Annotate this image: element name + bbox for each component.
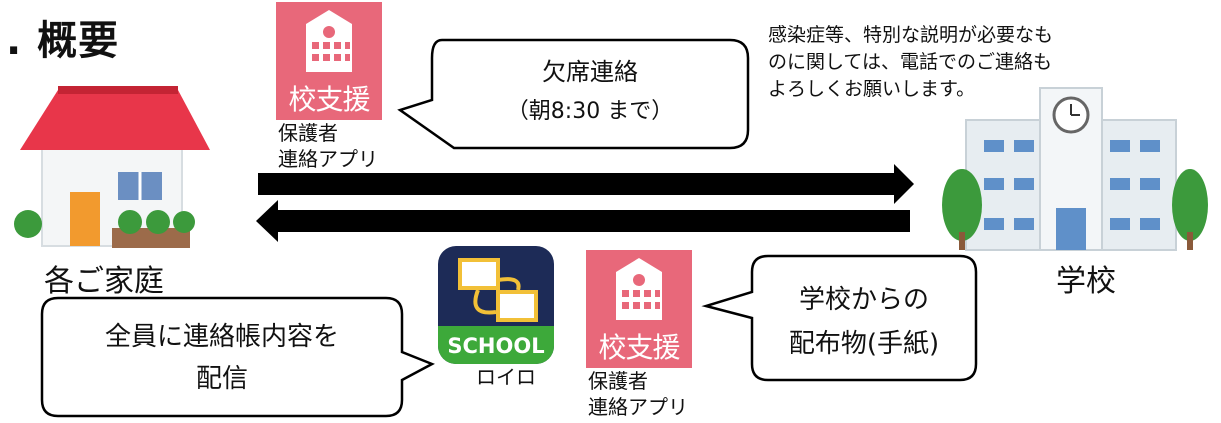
top-app-caption: 保護者 連絡アプリ bbox=[278, 120, 378, 172]
bubble-notebook: 全員に連絡帳内容を 配信 bbox=[42, 316, 402, 400]
bubble-absence: 欠席連絡 （朝8:30 まで） bbox=[432, 52, 748, 132]
page-title: . 概要 bbox=[6, 18, 120, 64]
bottom-app-caption: 保護者 連絡アプリ bbox=[588, 368, 688, 420]
school-support-app-tile: 校支援 bbox=[276, 2, 382, 120]
phone-contact-note: 感染症等、特別な説明が必要なものに関しては、電話でのご連絡もよろしくお願いします… bbox=[768, 24, 1054, 100]
school-building-icon bbox=[306, 10, 352, 72]
app-tile-text: 校支援 bbox=[288, 83, 370, 116]
roilo-caption: ロイロ bbox=[476, 365, 536, 389]
school-building-icon bbox=[616, 258, 662, 320]
roilo-school-badge: SCHOOL bbox=[447, 334, 545, 358]
bubble-absence-line2: （朝8:30 まで） bbox=[506, 99, 674, 124]
arrow-to-school bbox=[258, 164, 914, 204]
arrow-to-home bbox=[256, 200, 910, 242]
bubble-school-docs-shape bbox=[701, 254, 978, 382]
bubble-school-docs-line1: 学校からの bbox=[798, 285, 929, 315]
bottom-app-caption-line1: 保護者 bbox=[588, 369, 648, 393]
top-app-caption-line1: 保護者 bbox=[278, 121, 338, 145]
bottom-app-caption-line2: 連絡アプリ bbox=[588, 395, 688, 419]
bubble-notebook-line2: 配信 bbox=[195, 364, 248, 394]
school-label: 学校 bbox=[1056, 264, 1116, 299]
bubble-notebook-line1: 全員に連絡帳内容を bbox=[104, 322, 339, 352]
top-app-caption-line2: 連絡アプリ bbox=[278, 147, 378, 171]
roilo-cards-icon bbox=[458, 258, 538, 322]
school-support-app-tile-bottom: 校支援 bbox=[586, 250, 692, 368]
home-label: 各ご家庭 bbox=[44, 264, 164, 299]
roilo-app-tile: SCHOOL bbox=[438, 246, 554, 364]
bubble-absence-line1: 欠席連絡 bbox=[542, 58, 638, 86]
bubble-absence-shape bbox=[397, 38, 750, 150]
bubble-notebook-shape bbox=[40, 296, 435, 418]
roilo-green-bar bbox=[438, 326, 554, 364]
bubble-school-docs-line2: 配布物(手紙) bbox=[788, 329, 940, 359]
house-illustration bbox=[14, 86, 210, 248]
bubble-school-docs: 学校からの 配布物(手紙) bbox=[752, 278, 976, 366]
school-illustration bbox=[942, 87, 1208, 251]
app-tile-text: 校支援 bbox=[598, 331, 680, 364]
